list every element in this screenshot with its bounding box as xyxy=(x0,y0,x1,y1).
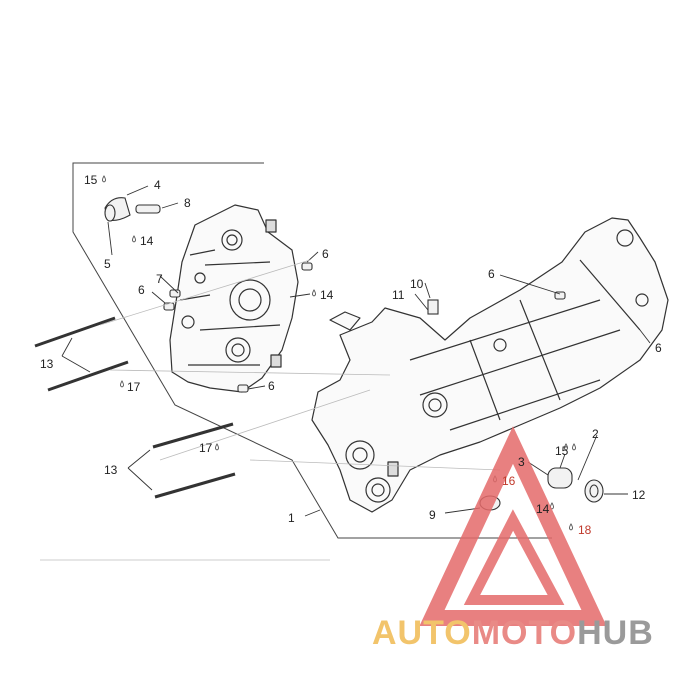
dowel-pin-6-bottom xyxy=(237,384,249,393)
label-14-right: 14 xyxy=(536,502,550,516)
label-5: 5 xyxy=(104,257,111,271)
left-crankcase-half xyxy=(169,204,299,393)
right-crankcase-half xyxy=(311,217,669,513)
left-half-frame xyxy=(72,162,552,539)
leader-lines xyxy=(61,185,651,517)
label-8: 8 xyxy=(184,196,191,210)
label-10: 10 xyxy=(410,277,424,291)
small-parts xyxy=(34,197,604,511)
alignment-lines xyxy=(40,259,501,561)
label-14-upper: 14 xyxy=(140,234,154,248)
watermark-logo xyxy=(419,426,607,626)
label-13-lower: 13 xyxy=(104,463,118,477)
label-17-mid: 17 xyxy=(199,441,213,455)
label-16: 16 xyxy=(502,474,516,488)
label-6-mid: 6 xyxy=(488,267,495,281)
label-6-right: 6 xyxy=(655,341,662,355)
stud-13b xyxy=(47,360,129,392)
label-14-mid: 14 xyxy=(320,288,334,302)
watermark-brand-text: AUTOMOTOHUB xyxy=(372,614,700,653)
label-15-right: 15 xyxy=(555,444,569,458)
label-13-upper: 13 xyxy=(40,357,54,371)
bushing-3 xyxy=(547,467,573,489)
label-2: 2 xyxy=(592,427,599,441)
label-3: 3 xyxy=(518,455,525,469)
label-15-upper: 15 xyxy=(84,173,98,187)
part-labels: 1 2 3 4 5 6 6 6 6 6 7 8 9 10 11 12 13 13… xyxy=(40,173,662,537)
label-6-top: 6 xyxy=(322,247,329,261)
brand-moto: MOTO xyxy=(471,614,578,652)
stud-13c xyxy=(152,422,234,449)
dowel-pin-6-right xyxy=(554,291,566,300)
label-18: 18 xyxy=(578,523,592,537)
label-1: 1 xyxy=(288,511,295,525)
brand-hub: HUB xyxy=(577,614,654,652)
dowel-pin-8 xyxy=(135,204,161,214)
label-12: 12 xyxy=(632,488,646,502)
label-6-left: 6 xyxy=(138,283,145,297)
screw-10 xyxy=(427,299,439,315)
stud-13a xyxy=(34,316,116,348)
label-11: 11 xyxy=(392,288,405,302)
label-17-left: 17 xyxy=(127,380,141,394)
label-6-bottom: 6 xyxy=(268,379,275,393)
dowel-pin-6-top xyxy=(301,262,313,271)
label-7: 7 xyxy=(156,272,163,286)
label-4: 4 xyxy=(154,178,161,192)
stud-13d xyxy=(154,472,236,499)
brand-auto: AUTO xyxy=(372,614,472,652)
label-9: 9 xyxy=(429,508,436,522)
dowel-pin-7 xyxy=(169,289,181,298)
